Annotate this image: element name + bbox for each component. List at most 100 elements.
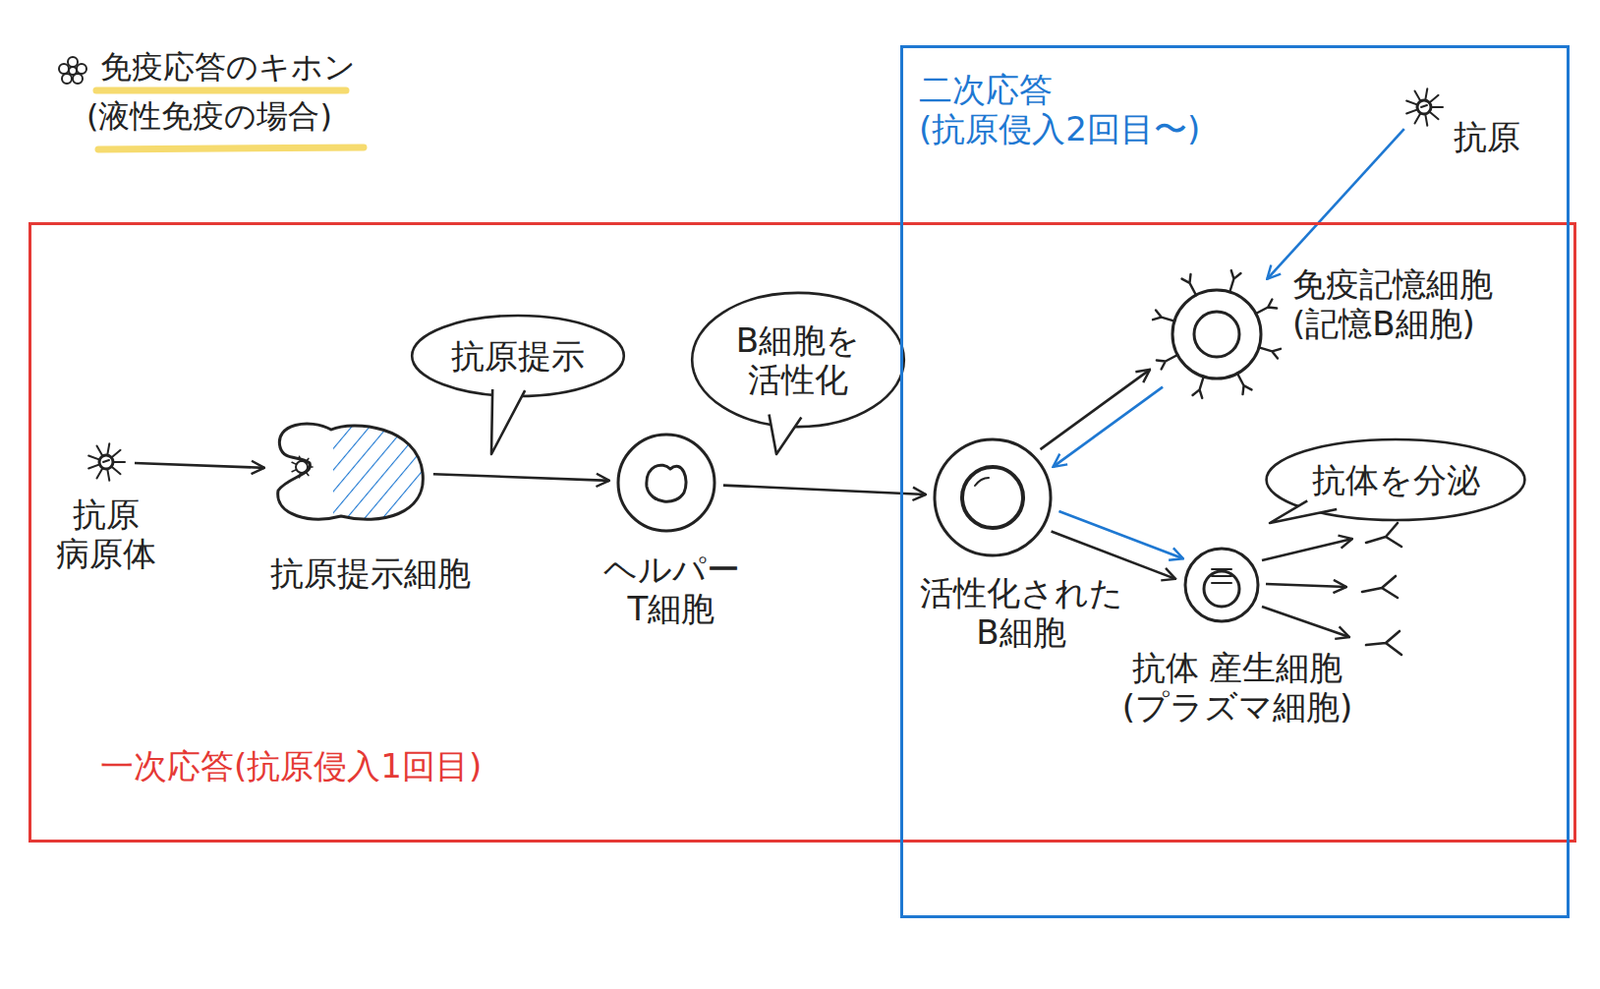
antigen-node: 抗原 病原体: [83, 439, 129, 485]
er-mark: [1211, 574, 1232, 577]
node-text: (プラズマ細胞): [1122, 686, 1354, 727]
nucleus: [1194, 311, 1240, 357]
antigen-spike: [1406, 101, 1418, 106]
title: 免疫応答のキホン: [100, 49, 356, 87]
antigen-spike: [113, 460, 125, 463]
antigen-spike: [299, 456, 301, 461]
text-group: 抗原: [1453, 116, 1521, 157]
node-text: 抗原: [1453, 116, 1521, 157]
nucleus-mark: [974, 477, 989, 486]
antigen-spike: [107, 468, 110, 481]
decoration: [58, 57, 1525, 655]
cell-membrane: [1185, 548, 1258, 622]
node-text: 免疫記憶細胞: [1292, 264, 1493, 304]
arrow-connector: [134, 462, 265, 468]
arrow-connector: [433, 473, 610, 481]
node-text: 抗原 病原体: [56, 494, 157, 573]
node-text: 抗原提示細胞: [270, 553, 471, 593]
text-group: 二次応答 (抗原侵入2回目〜): [918, 69, 1200, 149]
cell-outline: [1182, 545, 1261, 625]
callout-bubble: [691, 292, 905, 427]
callout-bubble-text: 抗体を分泌: [1312, 459, 1481, 500]
cell-drawing: [278, 415, 428, 526]
arrow-connector: [1052, 387, 1163, 467]
antigen-spike: [291, 469, 297, 472]
antigen-spike: [291, 461, 297, 464]
secretion-arrow: [1261, 606, 1350, 637]
er-mark: [1211, 581, 1232, 584]
cell-membrane: [934, 439, 1051, 556]
antigen-spike: [111, 465, 120, 474]
connectors: [134, 128, 1405, 579]
cell-outline: [1147, 265, 1286, 403]
antigen-spike: [1406, 109, 1418, 114]
cell-outline: [83, 439, 129, 485]
node-text: 二次応答 (抗原侵入2回目〜): [918, 69, 1200, 149]
callout-bubble: [411, 315, 625, 397]
receptor: [1193, 376, 1204, 399]
cell-drawing: [1185, 548, 1258, 622]
cell-drawing: [934, 439, 1051, 556]
callout-tail: [1269, 500, 1337, 523]
memory-cell: 免疫記憶細胞(記憶B細胞): [1147, 265, 1286, 403]
antigen-spike: [1415, 91, 1422, 102]
node-text: ヘルパー T細胞: [603, 549, 741, 629]
antigen-spike: [1428, 95, 1438, 104]
nucleus: [1203, 571, 1240, 607]
receptor: [1156, 354, 1178, 369]
antigen-spike: [97, 467, 104, 478]
apc-outline: [278, 423, 424, 519]
er-mark: [1211, 568, 1232, 571]
highlight-stroke: [96, 87, 346, 95]
cell-outline: [931, 436, 1054, 559]
antibody-symbol: [1362, 575, 1398, 598]
secretion-arrows: [1261, 538, 1353, 637]
receptor: [1229, 270, 1241, 292]
cell-outline: [270, 415, 428, 526]
cell-drawing: [1152, 270, 1281, 399]
hatching: [333, 415, 428, 526]
arrow-connector: [1266, 128, 1405, 280]
helper-t-cell: ヘルパー T細胞: [615, 431, 718, 534]
secretion-arrow: [1265, 583, 1347, 587]
cell-membrane: [1172, 289, 1261, 379]
receptor: [1182, 274, 1197, 295]
text-group: 抗原 病原体: [56, 494, 157, 573]
node-text: 一次応答(抗原侵入1回目): [100, 745, 482, 786]
callout-bubble-text: B細胞を活性化: [731, 320, 865, 400]
text-group: ヘルパー T細胞: [603, 549, 741, 629]
receptor: [1256, 299, 1277, 314]
nucleus: [646, 464, 686, 502]
node-text: (記憶B細胞): [1292, 303, 1476, 343]
callout-bubble-text: 抗原提示: [451, 336, 585, 376]
antigen-spike: [305, 471, 309, 476]
antigen-spike: [88, 456, 100, 460]
antigen-spike: [1430, 106, 1443, 109]
text-group: 免疫記憶細胞(記憶B細胞): [1292, 264, 1493, 343]
secretion-arrow: [1261, 538, 1353, 561]
subtitle: (液性免疫の場合): [86, 98, 333, 136]
flower-doodle: [58, 57, 87, 84]
callout-tail: [768, 414, 801, 455]
text-group: 活性化された B細胞: [919, 572, 1124, 652]
antibody-symbol: [1366, 522, 1402, 547]
antigen-presenting-cell: 抗原提示細胞: [270, 415, 428, 526]
text-group: 一次応答(抗原侵入1回目): [100, 745, 482, 786]
antigen-spike: [299, 472, 301, 478]
nucleus: [962, 466, 1024, 528]
text-group: 抗原提示細胞: [270, 553, 471, 593]
arrow-connector: [723, 485, 926, 495]
callout-tail: [491, 389, 525, 455]
activated-b-cell: 活性化された B細胞: [931, 436, 1054, 559]
antigen-spike: [1428, 111, 1438, 119]
antigen-spike: [107, 443, 110, 456]
receptor: [1152, 310, 1175, 322]
cell-outline: [1400, 83, 1448, 131]
antigen-spike: [1415, 113, 1422, 123]
antigen-spike: [88, 463, 100, 468]
plasma-cell: 抗体 産生細胞(プラズマ細胞): [1182, 545, 1261, 625]
cell-drawing: [1406, 88, 1443, 125]
antibody-symbol: [1366, 630, 1402, 655]
antibodies: [1362, 522, 1402, 655]
